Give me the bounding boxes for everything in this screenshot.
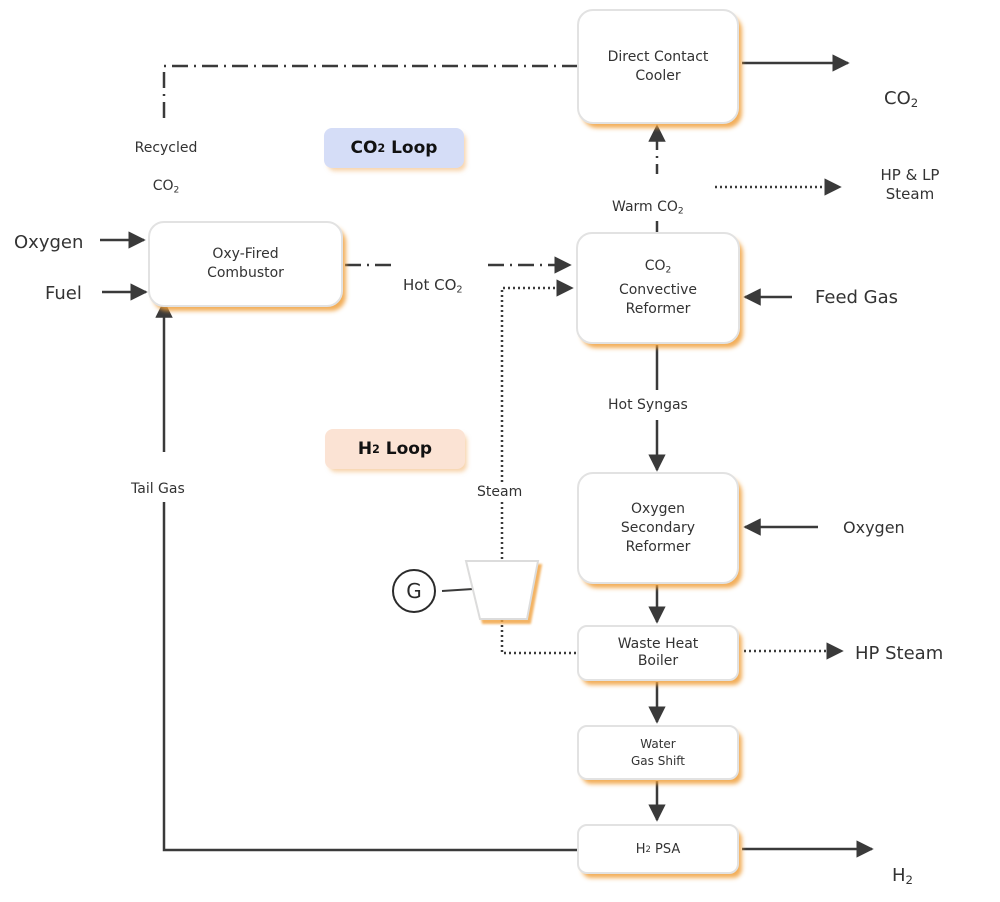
psa-rest: PSA (650, 841, 681, 857)
badge-rest: Loop (385, 138, 438, 158)
badge-text: CO (350, 138, 378, 158)
hot-co2-label: Hot CO2 (403, 257, 463, 300)
generator-shaft (441, 588, 474, 592)
generator-icon[interactable]: G (392, 569, 436, 613)
boiler-steam-line (500, 620, 576, 655)
hp-lp-steam-label: HP & LP Steam (870, 166, 950, 204)
oxygen-secondary-reformer[interactable]: Oxygen Secondary Reformer (577, 472, 739, 584)
reformer-title-rest: Convective Reformer (618, 281, 698, 317)
hp-steam-label: HP Steam (855, 643, 944, 665)
tail-gas-line-lower (162, 502, 578, 852)
direct-contact-cooler[interactable]: Direct Contact Cooler (577, 9, 739, 124)
badge-sub: 2 (377, 141, 386, 155)
feed-gas-label: Feed Gas (815, 287, 899, 309)
warm-co2-label: Warm CO2 (612, 179, 684, 222)
waste-heat-boiler[interactable]: Waste Heat Boiler (577, 625, 739, 681)
steam-line-upper (500, 279, 574, 482)
oxy-fired-combustor[interactable]: Oxy-Fired Combustor (148, 221, 343, 307)
water-gas-shift[interactable]: Water Gas Shift (577, 725, 739, 780)
hot-syngas-label: Hot Syngas (608, 396, 688, 415)
fuel-label: Fuel (45, 283, 82, 305)
oxygen-combustor-label: Oxygen (14, 232, 84, 254)
psa-sub: 2 (645, 843, 651, 854)
turbine-shape (464, 560, 540, 620)
co2-out-label: CO2 (884, 66, 919, 114)
badge-text: H (357, 439, 373, 459)
oxygen-secondary-label: Oxygen (843, 518, 905, 537)
recycled-co2-label: Recycled CO2 (126, 120, 206, 220)
h2-out-label: H2 (892, 843, 913, 891)
badge-sub: 2 (372, 442, 380, 456)
reformer-title-line1: CO2 (644, 258, 672, 276)
tail-gas-label: Tail Gas (131, 480, 185, 499)
steam-label: Steam (477, 483, 523, 502)
co2-convective-reformer[interactable]: CO2 Convective Reformer (576, 232, 740, 344)
psa-text: H (635, 841, 646, 857)
recycled-co2-line (162, 64, 578, 118)
badge-rest: Loop (379, 439, 433, 459)
generator-label: G (406, 579, 422, 603)
